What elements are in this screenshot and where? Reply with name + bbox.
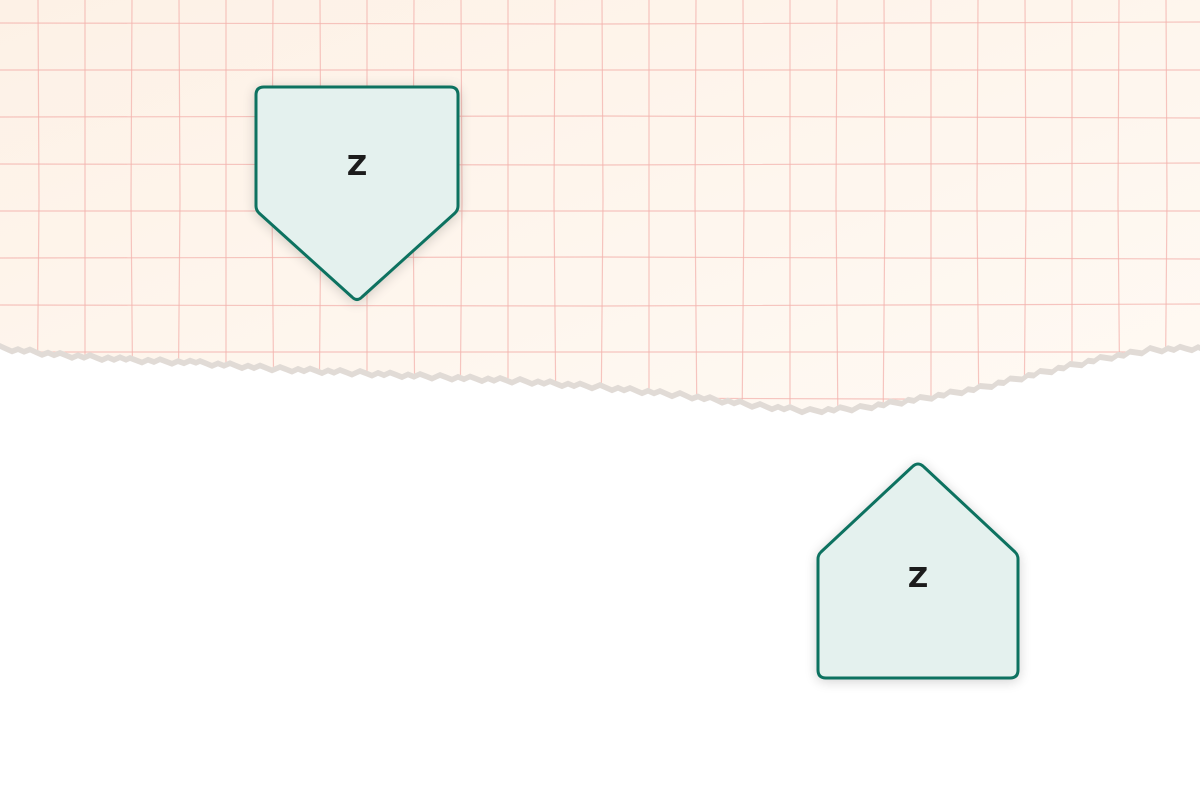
shape-pentagon-down[interactable]: Z: [254, 85, 460, 301]
grid-line-horizontal: [0, 256, 1200, 260]
grid-line-vertical: [882, 0, 886, 410]
grid-line-horizontal: [0, 115, 1200, 119]
shape-pentagon-up[interactable]: Z: [816, 462, 1020, 680]
grid-line-vertical: [1023, 0, 1027, 410]
grid-line-horizontal: [0, 303, 1200, 307]
grid-line-vertical: [835, 0, 839, 410]
grid-line-vertical: [177, 0, 181, 410]
grid-line-horizontal: [0, 397, 1200, 401]
graph-paper-background: [0, 0, 1200, 416]
shape-label: Z: [347, 149, 367, 182]
graph-paper-sheet: [0, 0, 1200, 410]
grid-line-vertical: [459, 0, 463, 410]
grid-line-horizontal: [0, 21, 1200, 25]
grid-line-vertical: [600, 0, 604, 410]
grid-line-vertical: [976, 0, 980, 410]
grid-line-vertical: [741, 0, 745, 410]
grid-line-horizontal: [0, 162, 1200, 166]
shape-label: Z: [908, 561, 928, 594]
offpage-connector-down-shape[interactable]: [254, 85, 460, 301]
offpage-connector-up-shape[interactable]: [816, 462, 1020, 680]
grid-line-vertical: [553, 0, 557, 410]
grid-line-vertical: [130, 0, 134, 410]
graph-paper-grid: [0, 0, 1200, 410]
grid-line-vertical: [694, 0, 698, 410]
